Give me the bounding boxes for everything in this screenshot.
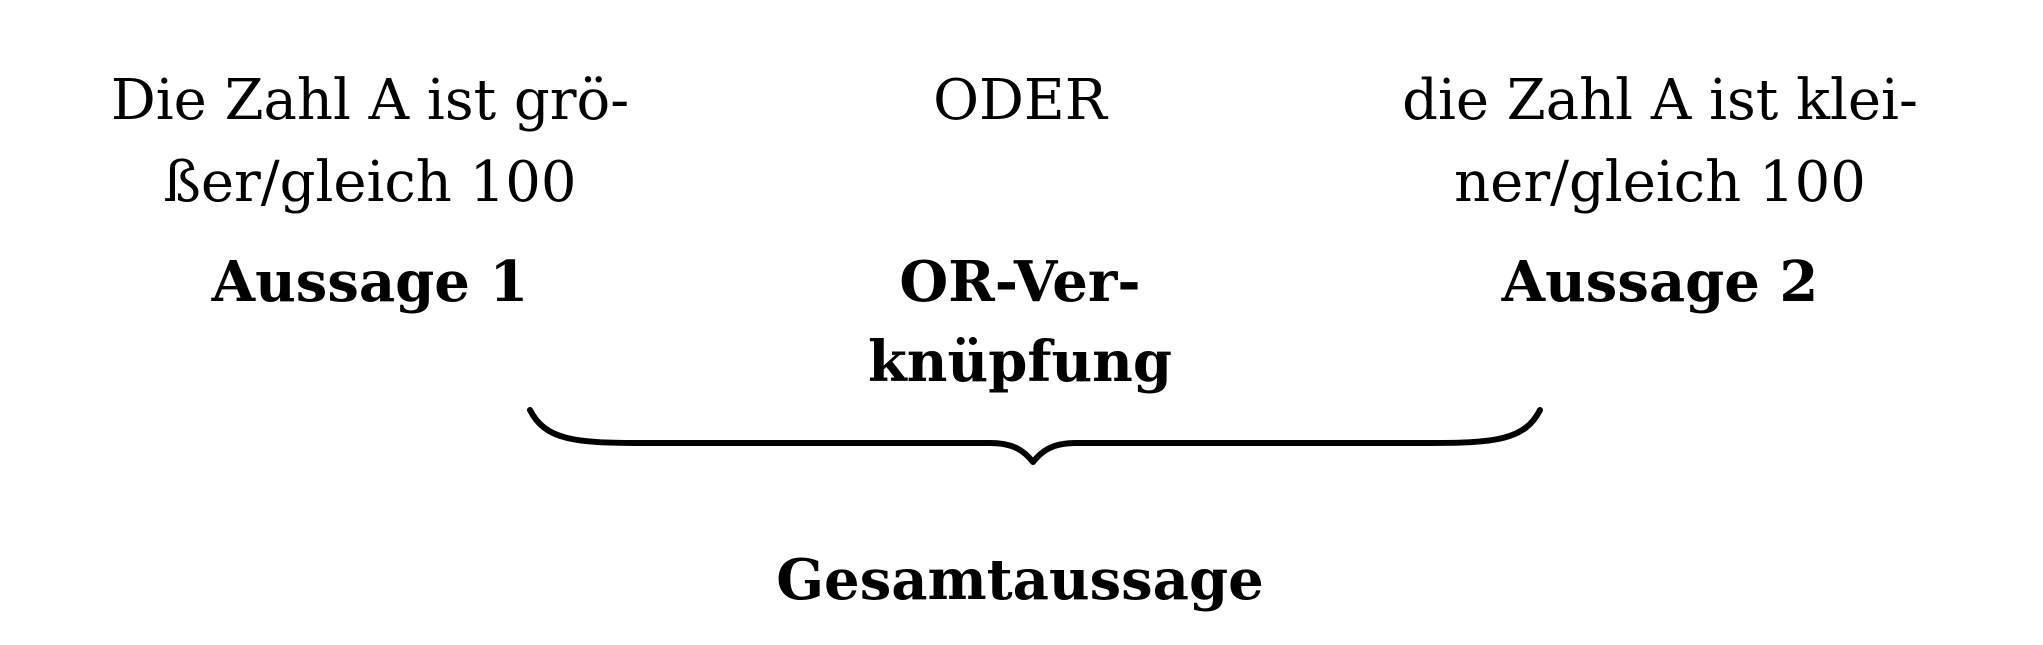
statement-1-label: Aussage 1 bbox=[211, 249, 529, 315]
operator-word: ODER bbox=[820, 60, 1220, 142]
statement-1-line-2: ßer/gleich 100 bbox=[163, 150, 577, 215]
statement-2-line-2: ner/gleich 100 bbox=[1454, 150, 1866, 215]
statement-2-line-1: die Zahl A ist klei- bbox=[1402, 68, 1918, 133]
operator-label: OR-Ver- knüpfung bbox=[820, 242, 1220, 402]
operator-label-line-1: OR-Ver- bbox=[899, 249, 1141, 315]
operator-oder: ODER bbox=[933, 68, 1107, 133]
statement-2-label: Aussage 2 bbox=[1501, 249, 1819, 315]
total-statement-label: Gesamtaussage bbox=[776, 547, 1264, 613]
curly-brace-path bbox=[527, 407, 1543, 465]
statement-1-line-1: Die Zahl A ist grö- bbox=[110, 68, 630, 133]
statement-2-text: die Zahl A ist klei- ner/gleich 100 bbox=[1340, 60, 1980, 224]
operator-label-line-2: knüpfung bbox=[867, 329, 1173, 395]
statement-1-text: Die Zahl A ist grö- ßer/gleich 100 bbox=[60, 60, 680, 224]
